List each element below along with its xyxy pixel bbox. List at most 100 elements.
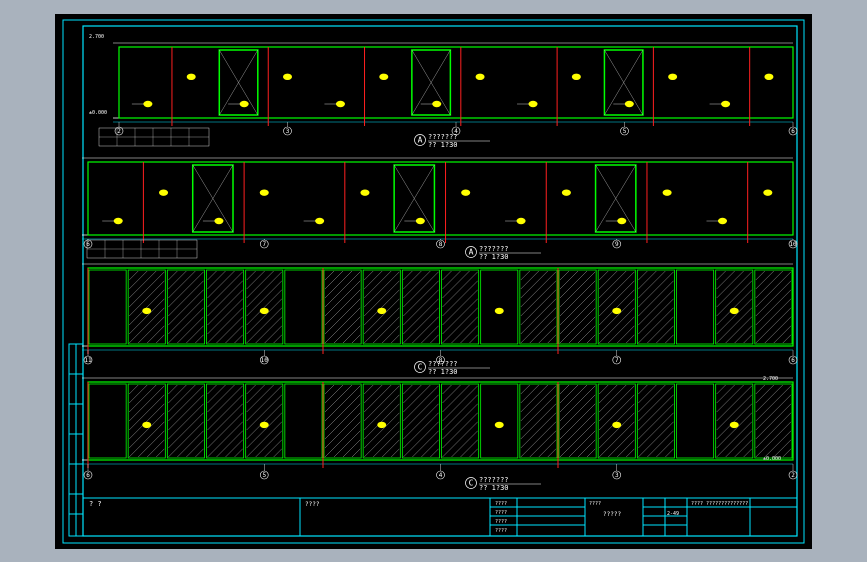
hatch-line — [638, 270, 666, 299]
hatch-line — [559, 270, 579, 290]
hatch-line — [538, 439, 557, 458]
hatch-line — [207, 412, 243, 449]
hatch-line — [364, 298, 400, 335]
axis-bubble — [283, 126, 292, 136]
panel-hatch — [364, 270, 400, 344]
axis-bubble — [788, 239, 798, 249]
hatch-line — [442, 384, 461, 404]
material-tag — [475, 73, 485, 81]
hatch-line — [273, 448, 282, 458]
hatch-line — [638, 384, 657, 404]
hatch-line — [246, 385, 282, 422]
glass-panel — [480, 383, 519, 459]
material-tag — [415, 217, 425, 225]
view-title: ??????? — [479, 245, 509, 253]
hatch-line — [716, 298, 752, 335]
hatch-line — [168, 412, 204, 449]
hatch-line — [716, 412, 752, 449]
axis-bubble — [259, 355, 269, 365]
material-tag — [259, 421, 269, 429]
hatch-line — [559, 384, 579, 404]
axis-bubble — [788, 355, 798, 365]
material-tag — [668, 73, 678, 81]
hatch-line — [168, 394, 204, 431]
hatch-line — [716, 384, 744, 413]
door-swing-line — [219, 49, 258, 116]
hatch-line — [129, 384, 139, 395]
hatch-line — [168, 403, 204, 440]
material-tag — [571, 73, 581, 81]
view-title: ??????? — [479, 476, 509, 484]
material-tag — [142, 421, 152, 429]
hatch-line — [168, 307, 204, 344]
glass-panel — [206, 269, 245, 345]
hatch-line — [547, 448, 557, 458]
axis-bubble-label: 2 — [117, 128, 121, 135]
hatch-line — [246, 394, 282, 431]
hatch-line — [665, 448, 674, 458]
material-tag — [494, 307, 504, 315]
material-tag — [764, 73, 774, 81]
hatch-line — [599, 384, 618, 404]
hatch-line — [207, 403, 243, 440]
hatch-line — [460, 325, 478, 344]
hatch-line — [364, 394, 400, 431]
hatch-line — [442, 307, 478, 344]
hatch-line — [442, 384, 452, 395]
hatch-line — [246, 270, 274, 299]
hatch-line — [559, 403, 596, 440]
door-swing-line — [411, 49, 451, 116]
title-company: ???? ?????????????? — [691, 501, 748, 507]
hatch-line — [264, 439, 282, 458]
material-tag — [214, 217, 224, 225]
hatch-line — [755, 298, 792, 335]
hatch-line — [755, 384, 783, 413]
axis-bubble-label: 3 — [615, 472, 619, 479]
view-mark-letter: C — [469, 479, 474, 488]
material-tag — [379, 73, 389, 81]
hatch-line — [382, 439, 400, 458]
hatch-line — [421, 325, 439, 344]
material-tag — [283, 73, 292, 81]
hatch-line — [638, 403, 674, 440]
panel-hatch — [520, 384, 557, 458]
wall-outline — [87, 267, 794, 347]
hatch-line — [520, 270, 539, 290]
panel-hatch — [324, 384, 361, 458]
elevation-drawing: ? ? ???? ????? 2-49 ???? ???? ???? ???? … — [62, 19, 805, 544]
hatch-line — [324, 307, 361, 344]
hatch-line — [364, 280, 400, 317]
panel-hatch — [442, 270, 478, 344]
door-panel — [191, 164, 234, 233]
hatch-line — [403, 270, 431, 299]
note-table — [98, 127, 210, 147]
hatch-line — [207, 307, 243, 344]
hatch-line — [755, 403, 792, 440]
hatch-line — [442, 270, 470, 299]
hatch-line — [520, 384, 530, 395]
hatch-line — [403, 421, 439, 458]
panel-hatch — [755, 270, 792, 344]
hatch-line — [716, 421, 752, 458]
glass-panel — [636, 269, 675, 345]
hatch-line — [129, 271, 165, 308]
hatch-line — [246, 289, 282, 326]
hatch-line — [403, 412, 439, 449]
hatch-line — [520, 270, 548, 299]
hatch-line — [638, 270, 657, 290]
panel-hatch — [716, 384, 752, 458]
hatch-line — [373, 316, 400, 344]
hatch-line — [129, 384, 148, 404]
hatch-line — [382, 325, 400, 344]
glass-panel — [441, 269, 480, 345]
hatch-line — [577, 439, 596, 458]
hatch-line — [246, 271, 282, 308]
glass-panel — [401, 269, 440, 345]
hatch-line — [342, 439, 361, 458]
panel-hatch — [559, 270, 596, 344]
hatch-line — [755, 412, 792, 449]
hatch-line — [129, 384, 157, 413]
hatch-line — [195, 448, 204, 458]
hatch-line — [716, 289, 752, 326]
hatch-line — [324, 384, 335, 395]
